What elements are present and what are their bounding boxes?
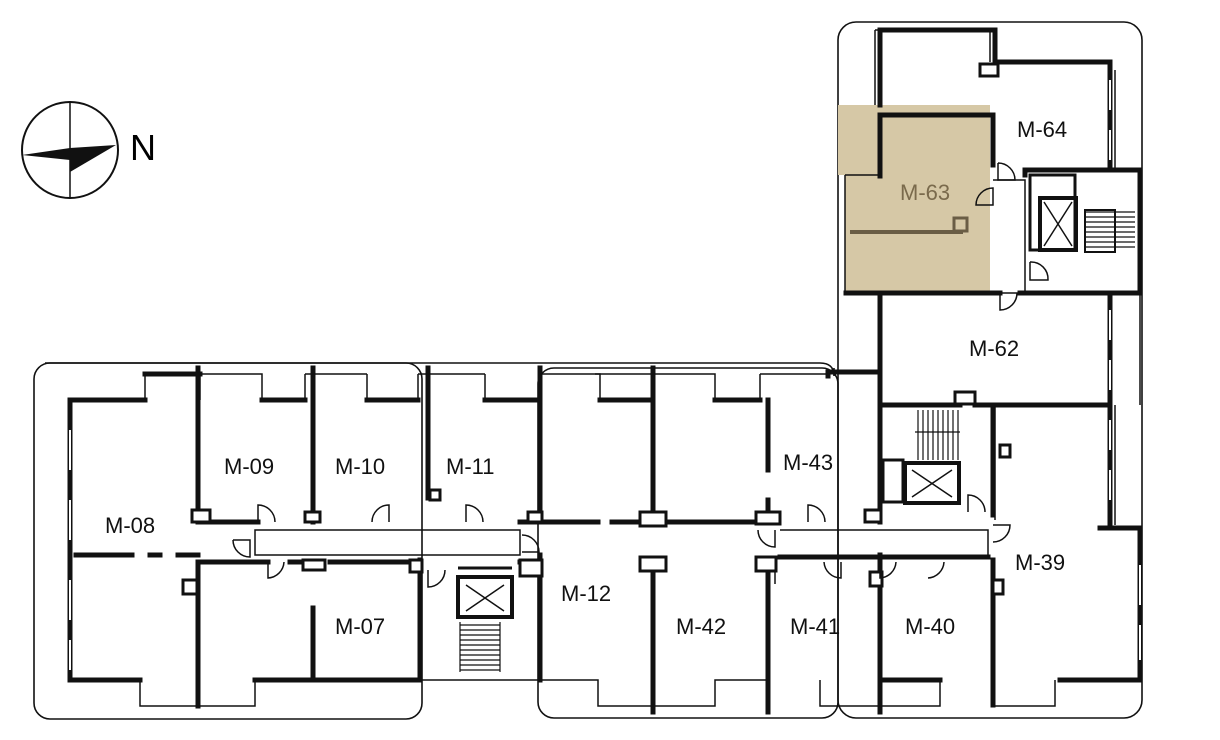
north-arrow-icon <box>21 101 119 199</box>
stairs-east <box>915 410 960 460</box>
stairs-west <box>459 622 501 672</box>
compass-north-label: N <box>130 127 156 168</box>
windows <box>69 80 1141 670</box>
room-m63-highlight[interactable] <box>838 105 990 293</box>
lift-north <box>1028 173 1078 252</box>
lift-east <box>881 458 961 505</box>
room-label-m40[interactable]: M-40 <box>905 614 955 639</box>
room-label-m63[interactable]: M-63 <box>900 180 950 205</box>
room-label-m41[interactable]: M-41 <box>790 614 840 639</box>
room-label-m11[interactable]: M-11 <box>446 454 495 479</box>
columns <box>181 62 1012 596</box>
room-label-m62[interactable]: M-62 <box>969 336 1019 361</box>
room-label-m43[interactable]: M-43 <box>783 450 833 475</box>
room-label-m39[interactable]: M-39 <box>1015 550 1065 575</box>
room-label-m12[interactable]: M-12 <box>561 581 611 606</box>
stairs-north <box>1084 209 1135 253</box>
room-label-m09[interactable]: M-09 <box>224 454 274 479</box>
room-label-m64[interactable]: M-64 <box>1017 117 1067 142</box>
doors <box>232 162 1049 588</box>
thin-lines <box>139 29 1141 707</box>
room-label-m10[interactable]: M-10 <box>335 454 385 479</box>
room-label-m07[interactable]: M-07 <box>335 614 385 639</box>
m63-shelf <box>850 216 969 234</box>
room-label-m42[interactable]: M-42 <box>676 614 726 639</box>
lift-west <box>456 566 514 619</box>
room-label-m08[interactable]: M-08 <box>105 513 155 538</box>
room-labels: M-08 M-09 M-10 M-11 M-43 M-07 M-12 M-42 … <box>105 117 1067 639</box>
